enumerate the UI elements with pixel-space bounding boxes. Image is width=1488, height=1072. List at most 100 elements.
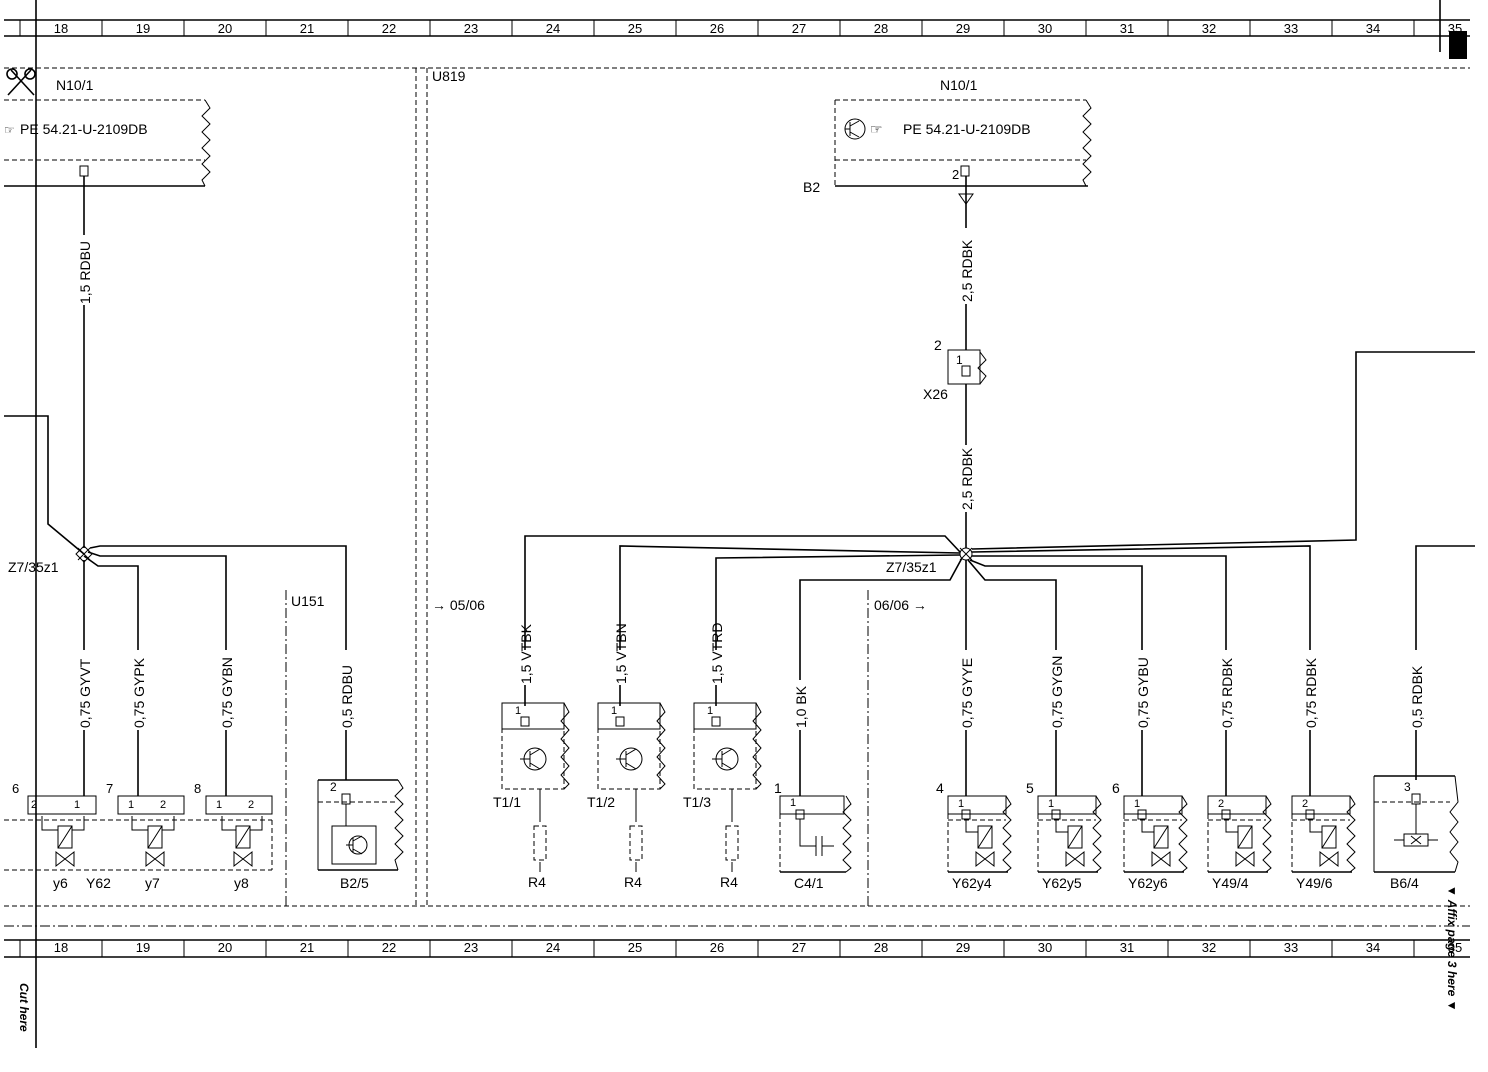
position-sensor-icon (1394, 833, 1438, 847)
bottom-ruler-number: 20 (218, 940, 232, 955)
solenoid-valve-icon (1225, 819, 1255, 868)
valve-label: Y49/6 (1296, 875, 1333, 891)
valve-group-num-6: 6 (12, 781, 19, 796)
sensor-t12-pin: 1 (611, 705, 617, 717)
bottom-ruler-number: 32 (1202, 940, 1216, 955)
wire-labels: 1,5 RDBU 2,5 RDBK 2,5 RDBK 0,75 GYVT 0,7… (77, 239, 1425, 728)
valve-label: Y62y6 (1128, 875, 1168, 891)
component-c41-top: 1 (774, 780, 782, 796)
top-ruler-number: 33 (1284, 21, 1298, 36)
valve-label: Y62y4 (952, 875, 992, 891)
connector-x26-label: X26 (923, 386, 948, 402)
transistor-icon (844, 118, 866, 140)
connector-x26: 2 1 X26 (923, 337, 987, 402)
resistor-icon (629, 825, 643, 861)
control-unit-right-label: N10/1 (940, 77, 978, 93)
wire-label-left-feed: 1,5 RDBU (77, 241, 93, 304)
bottom-ruler-number: 23 (464, 940, 478, 955)
valve-group-num-7: 7 (106, 781, 113, 796)
top-ruler-number: 25 (628, 21, 642, 36)
bottom-ruler-number: 21 (300, 940, 314, 955)
connector-x26-inner-pin: 1 (956, 353, 963, 367)
valve-num: 4 (936, 780, 944, 796)
hand-pointer-icon: ☞ (870, 121, 883, 137)
valve-pin: 2 (1218, 798, 1224, 810)
solenoid-valve-icon (41, 816, 85, 868)
top-ruler-number: 32 (1202, 21, 1216, 36)
top-ruler-number: 28 (874, 21, 888, 36)
valve-pin: 2 (1302, 798, 1308, 810)
control-unit-right: N10/1 ☞ PE 54.21-U-2109DB 2 B2 (803, 77, 1092, 195)
wire-label-right-feed-lower: 2,5 RDBK (959, 447, 975, 510)
component-c41-label: C4/1 (794, 875, 824, 891)
solenoid-valve-icon (1141, 819, 1171, 868)
wire-label-y62y5: 0,75 GYGN (1049, 656, 1065, 728)
hand-pointer-icon: ☞ (4, 123, 15, 137)
wire-label-t13: 1,5 VTRD (709, 623, 725, 684)
component-c41: 1 1 C4/1 (774, 780, 852, 891)
component-b25-pin: 2 (330, 780, 337, 794)
sensor-icon (346, 835, 368, 855)
solenoid-valve-icon (965, 819, 995, 868)
wire-label-y6: 0,75 GYVT (77, 658, 93, 728)
component-b25-label: B2/5 (340, 875, 369, 891)
valve-pin: 1 (1048, 798, 1054, 810)
splice-left-label: Z7/35z1 (8, 559, 59, 575)
transistor-icon (520, 747, 547, 771)
bottom-ruler-number: 26 (710, 940, 724, 955)
sensor-t13-res: R4 (720, 874, 738, 890)
component-b64-pin: 3 (1404, 780, 1411, 794)
top-ruler-number: 20 (218, 21, 232, 36)
control-unit-left: N10/1 ☞ PE 54.21-U-2109DB (4, 77, 211, 187)
valve-label: Y49/4 (1212, 875, 1249, 891)
top-ruler-number: 23 (464, 21, 478, 36)
top-ruler-number: 34 (1366, 21, 1380, 36)
transistor-icon (616, 747, 643, 771)
wire-label-c41: 1,0 BK (793, 685, 809, 728)
valve-group-pin: 1 (74, 799, 80, 811)
wire-label-t11: 1,5 VTBK (518, 623, 534, 684)
top-ruler-number: 22 (382, 21, 396, 36)
capacitor-icon (799, 819, 834, 856)
valve-group-pin: 1 (128, 799, 134, 811)
bottom-ruler-number: 22 (382, 940, 396, 955)
bottom-ruler-number: 31 (1120, 940, 1134, 955)
bottom-ruler-number: 27 (792, 940, 806, 955)
component-b64-label: B6/4 (1390, 875, 1419, 891)
valve-pin: 1 (958, 798, 964, 810)
top-ruler-number: 21 (300, 21, 314, 36)
top-ruler-number: 30 (1038, 21, 1052, 36)
control-unit-left-ref: PE 54.21-U-2109DB (20, 121, 148, 137)
top-ruler-number: 27 (792, 21, 806, 36)
splice-right-label: Z7/35z1 (886, 559, 937, 575)
valve-label: Y62y5 (1042, 875, 1082, 891)
sensor-t13-label: T1/3 (683, 794, 711, 810)
valve-group-num-8: 8 (194, 781, 201, 796)
top-ruler-number: 26 (710, 21, 724, 36)
component-b25: 2 B2/5 (317, 779, 404, 891)
wire-label-y494: 0,75 RDBK (1219, 657, 1235, 728)
bottom-ruler-number: 29 (956, 940, 970, 955)
component-c41-pin: 1 (790, 797, 796, 809)
valve-group-pin: 2 (248, 799, 254, 811)
solenoid-valve-icon (1309, 819, 1339, 868)
sensor-t13: 1 T1/3 R4 (683, 702, 762, 890)
wire-label-y7: 0,75 GYPK (131, 657, 147, 728)
bottom-ruler-number: 33 (1284, 940, 1298, 955)
wire-label-b25: 0,5 RDBU (339, 665, 355, 728)
valve-label-y7: y7 (145, 875, 160, 891)
bottom-ruler-number: 30 (1038, 940, 1052, 955)
wire-label-y62y4: 0,75 GYYE (959, 658, 975, 728)
sensor-t12-label: T1/2 (587, 794, 615, 810)
sensor-t11-res: R4 (528, 874, 546, 890)
cut-here-label: Cut here (17, 983, 31, 1032)
solenoid-valve-icon (221, 816, 263, 868)
sensor-t12-res: R4 (624, 874, 642, 890)
